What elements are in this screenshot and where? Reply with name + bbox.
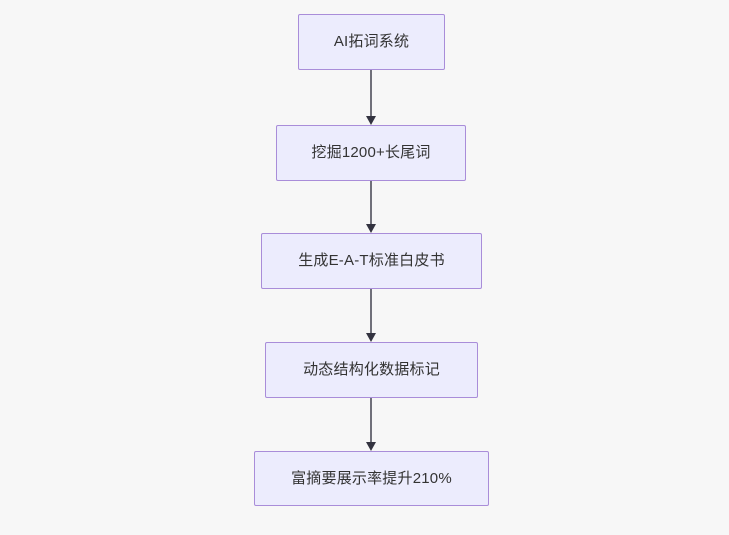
edge-line <box>370 70 372 116</box>
flow-node-label: 动态结构化数据标记 <box>303 361 440 378</box>
flow-node-label: AI拓词系统 <box>333 33 410 50</box>
flow-node-rich-snippet-impression-lift[interactable]: 富摘要展示率提升210% <box>254 451 489 506</box>
arrowhead-icon <box>365 333 376 342</box>
flow-node-dynamic-structured-data-markup[interactable]: 动态结构化数据标记 <box>265 342 478 398</box>
edge-line <box>370 398 372 442</box>
edge-line <box>370 181 372 224</box>
flow-node-label: 生成E-A-T标准白皮书 <box>298 252 445 269</box>
flow-node-label: 富摘要展示率提升210% <box>291 469 452 487</box>
flow-node-mine-longtail-keywords[interactable]: 挖掘1200+长尾词 <box>276 125 466 181</box>
flow-node-ai-keyword-system[interactable]: AI拓词系统 <box>298 14 445 70</box>
edge-line <box>370 289 372 333</box>
flow-node-label: 挖掘1200+长尾词 <box>311 144 431 161</box>
arrowhead-icon <box>365 224 376 233</box>
arrowhead-icon <box>365 116 376 125</box>
flow-node-generate-eat-whitepaper[interactable]: 生成E-A-T标准白皮书 <box>261 233 482 289</box>
arrowhead-icon <box>365 442 376 451</box>
